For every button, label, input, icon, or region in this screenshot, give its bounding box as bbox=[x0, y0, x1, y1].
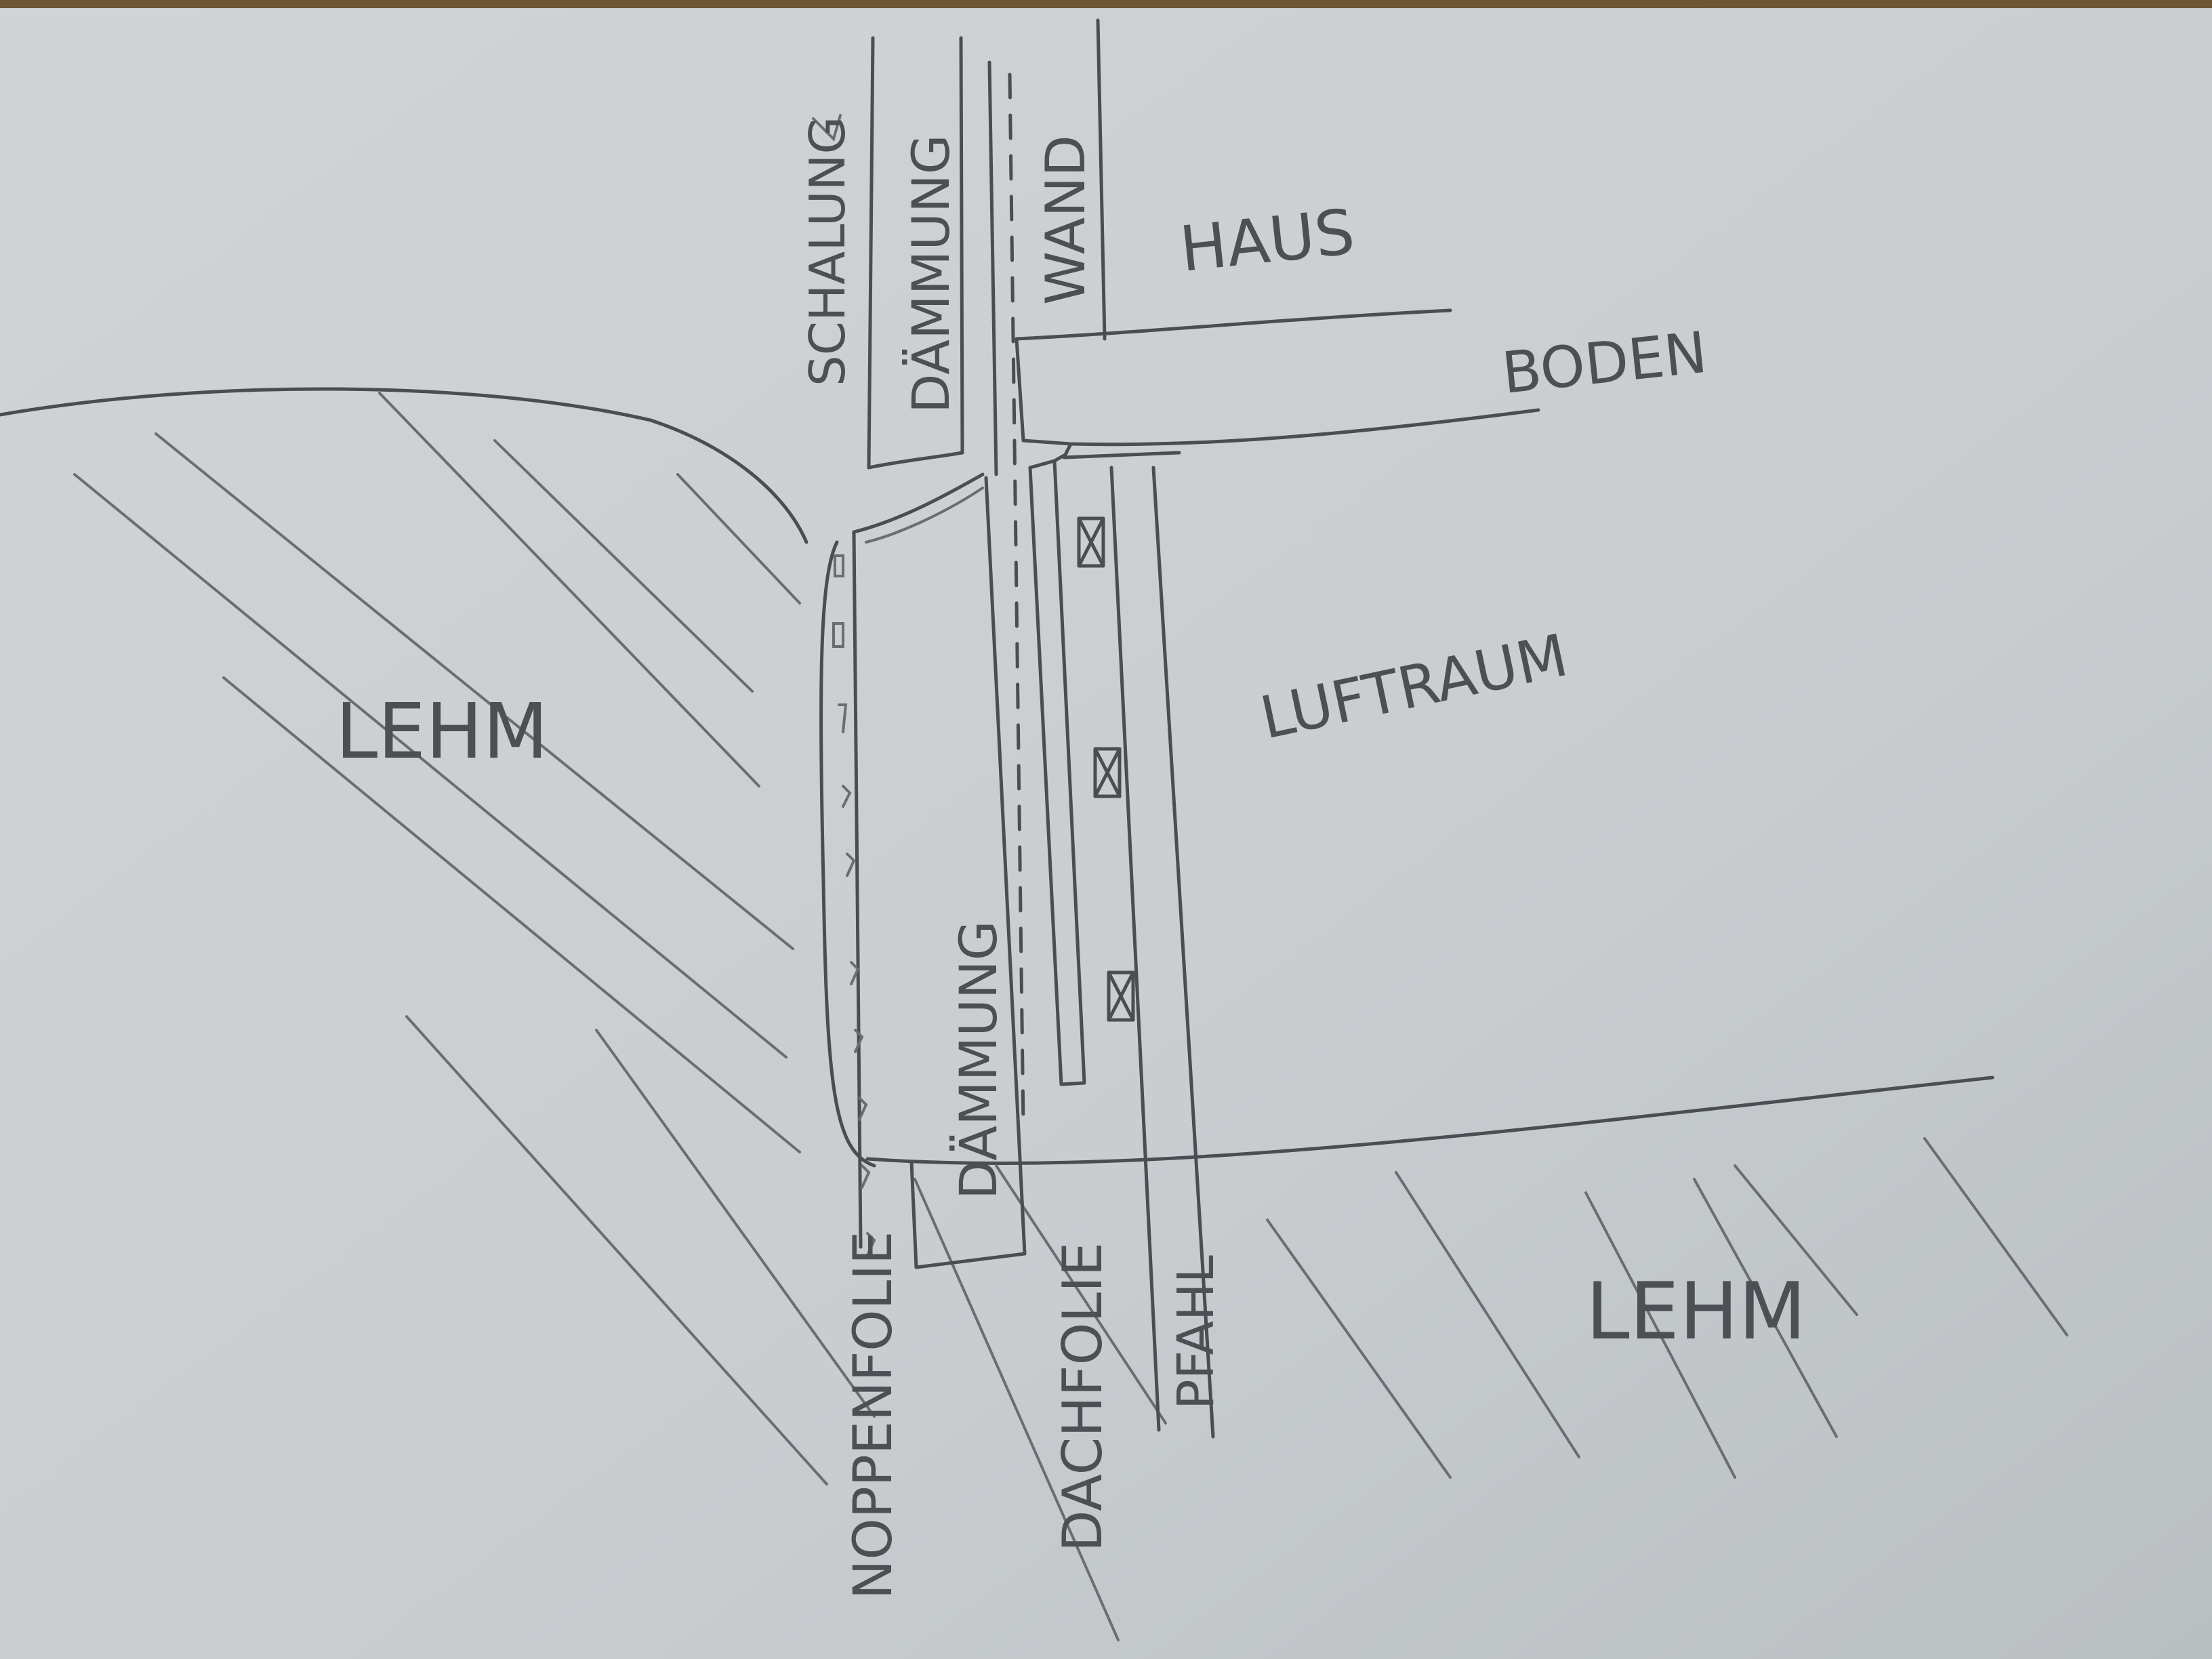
label-daemmung-top: DÄMMUNG bbox=[901, 134, 961, 413]
noppen-markers bbox=[832, 554, 876, 1256]
ground-line-left bbox=[0, 387, 808, 544]
label-wand: WAND bbox=[1034, 135, 1097, 305]
ground-line-right bbox=[865, 1076, 1994, 1165]
upper-wall bbox=[867, 18, 1107, 1127]
label-lehm-left: LEHM bbox=[335, 688, 548, 776]
label-noppenfolie: NOPPENFOLIE bbox=[843, 1231, 904, 1599]
hatching-left bbox=[73, 392, 1167, 1641]
label-pfahl: PFAHL bbox=[1167, 1255, 1225, 1410]
label-lehm-right: LEHM bbox=[1586, 1266, 1806, 1357]
label-schalung: SCHALUNG bbox=[799, 117, 856, 386]
label-daemmung-bottom: DÄMMUNG bbox=[948, 920, 1008, 1200]
floor-slab bbox=[1015, 308, 1540, 447]
basement-layers bbox=[819, 472, 1027, 1269]
label-dachfolie: DACHFOLIE bbox=[1051, 1242, 1114, 1552]
pile-and-membrane bbox=[1028, 453, 1215, 1439]
paper bbox=[0, 8, 2212, 1659]
floor-slab-lip bbox=[1062, 442, 1181, 459]
hatching-right bbox=[1266, 1137, 2068, 1479]
schalung-arrow bbox=[812, 114, 842, 142]
